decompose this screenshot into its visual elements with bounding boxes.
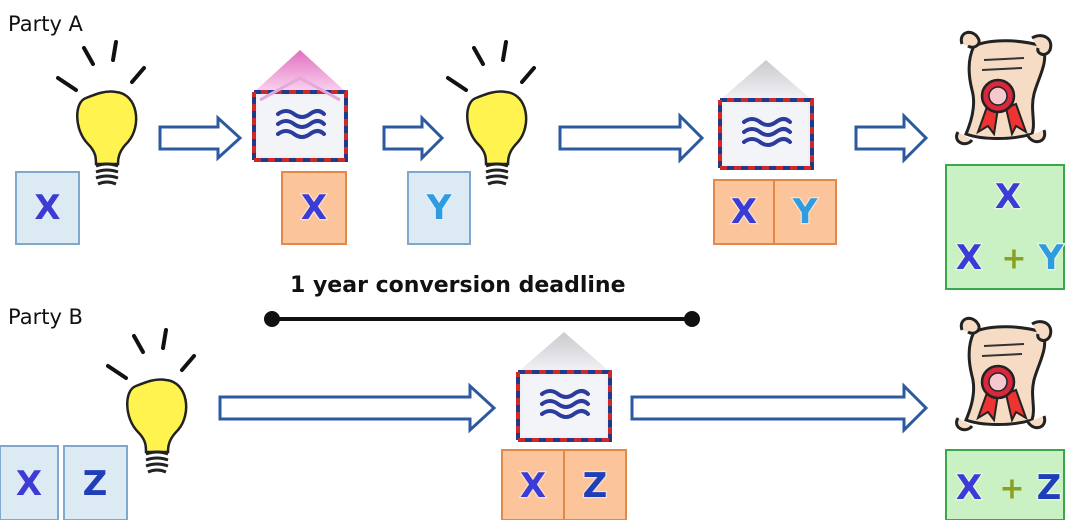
letter-x: X (301, 188, 327, 228)
arrow-right-icon (630, 382, 929, 434)
item-box-x (0, 445, 59, 520)
letter-x: X (995, 177, 1021, 217)
arrow-right-icon (558, 112, 705, 164)
party-b-label: Party B (8, 305, 83, 329)
envelope-icon (252, 50, 348, 162)
lightbulb-icon (56, 40, 146, 186)
party-a-label: Party A (8, 12, 84, 36)
deadline-label: 1 year conversion deadline (290, 273, 626, 298)
letter-x: X (956, 468, 982, 508)
letter-x: X (520, 466, 546, 506)
arrow-right-icon (382, 114, 445, 162)
item-box-x (501, 449, 565, 520)
item-box-z (63, 445, 128, 520)
letter-x: X (731, 192, 757, 232)
scroll-certificate-icon (955, 30, 1053, 146)
arrow-right-icon (158, 114, 243, 162)
item-box-z (563, 449, 627, 520)
item-box-y (773, 179, 837, 245)
envelope-icon (516, 332, 612, 442)
envelope-icon (718, 60, 814, 170)
letter-x: X (956, 238, 982, 278)
letter-x: X (34, 188, 60, 228)
item-box-x (15, 171, 80, 245)
letter-x: X (16, 464, 42, 504)
letter-y: Y (426, 188, 452, 228)
scroll-certificate-icon (955, 316, 1053, 432)
deadline-end-dot (684, 311, 700, 327)
letter-y: Y (792, 192, 818, 232)
letter-z: Z (1037, 468, 1062, 508)
item-box-y (407, 171, 471, 245)
letter-y: Y (1038, 238, 1064, 278)
item-box-x (281, 171, 347, 245)
result-box-a (945, 164, 1065, 290)
arrow-right-icon (854, 112, 929, 164)
lightbulb-icon (446, 40, 536, 186)
deadline-start-dot (264, 311, 280, 327)
letter-z: Z (83, 464, 108, 504)
letter-z: Z (583, 466, 608, 506)
plus-sign: + (999, 472, 1024, 507)
plus-sign: + (1001, 242, 1026, 277)
result-box-b (945, 449, 1065, 520)
arrow-right-icon (218, 382, 497, 434)
